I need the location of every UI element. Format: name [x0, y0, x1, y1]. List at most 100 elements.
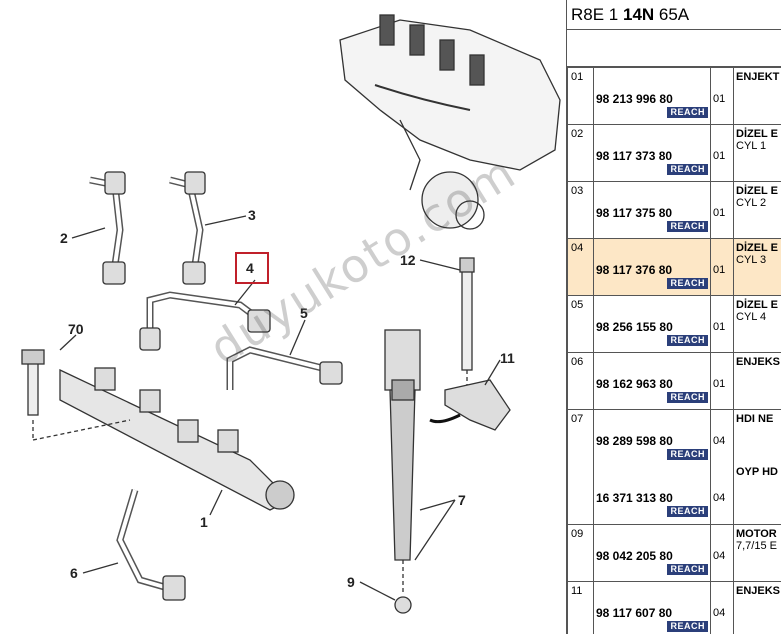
- reach-badge: REACH: [667, 392, 708, 403]
- label-7: 7: [458, 492, 466, 508]
- reach-badge: REACH: [667, 449, 708, 460]
- header-code-3: 65A: [654, 5, 690, 24]
- row-number: 07: [567, 409, 594, 525]
- quantity: 04: [713, 550, 726, 562]
- header-spacer: [567, 30, 781, 67]
- quantity-cell: 01: [710, 238, 734, 296]
- quantity: 01: [713, 321, 726, 333]
- part-number[interactable]: 98 162 963 80: [596, 377, 673, 391]
- description-sub: CYL 3: [736, 254, 767, 266]
- reach-badge: REACH: [667, 107, 708, 118]
- label-12: 12: [400, 252, 416, 268]
- row-number: 01: [567, 67, 594, 125]
- description-sub: CYL 4: [736, 311, 767, 323]
- part-number[interactable]: 98 256 155 80: [596, 320, 673, 334]
- part-number[interactable]: 98 117 373 80: [596, 149, 673, 163]
- description-sub: CYL 2: [736, 197, 767, 209]
- description-cell: ENJEKS: [733, 581, 781, 634]
- label-4[interactable]: 4: [246, 260, 254, 276]
- quantity: 01: [713, 93, 726, 105]
- quantity: 04: [713, 607, 726, 619]
- description: DİZEL E: [736, 299, 778, 311]
- description: ENJEKT: [736, 71, 780, 83]
- description-cell: HDI NE OYP HD: [733, 409, 781, 525]
- reach-badge: REACH: [667, 221, 708, 232]
- quantity-cell: 01: [710, 295, 734, 353]
- label-9: 9: [347, 574, 355, 590]
- description: ENJEKS: [736, 356, 781, 368]
- reach-badge: REACH: [667, 621, 708, 632]
- quantity: 01: [713, 378, 726, 390]
- row-number: 11: [567, 581, 594, 634]
- label-5: 5: [300, 305, 308, 321]
- label-3: 3: [248, 207, 256, 223]
- part-number[interactable]: 16 371 313 80: [596, 491, 673, 505]
- quantity-cell: 04: [710, 524, 734, 582]
- description: DİZEL E: [736, 185, 778, 197]
- part-number[interactable]: 98 117 376 80: [596, 263, 673, 277]
- model-header: R8E 1 14N 65A: [567, 0, 781, 30]
- row-number: 09: [567, 524, 594, 582]
- reach-badge: REACH: [667, 278, 708, 289]
- description: DİZEL E: [736, 128, 778, 140]
- part-number[interactable]: 98 117 607 80: [596, 606, 673, 620]
- description: HDI NE: [736, 413, 774, 425]
- description: DİZEL E: [736, 242, 778, 254]
- label-1: 1: [200, 514, 208, 530]
- header-code-1: R8E 1: [571, 5, 623, 24]
- quantity: 01: [713, 207, 726, 219]
- label-70: 70: [68, 321, 84, 337]
- description-cell: ENJEKT: [733, 67, 781, 125]
- description-secondary: OYP HD: [736, 466, 778, 478]
- row-number: 03: [567, 181, 594, 239]
- quantity: 04: [713, 435, 726, 447]
- label-2: 2: [60, 230, 68, 246]
- reach-badge: REACH: [667, 335, 708, 346]
- row-number: 05: [567, 295, 594, 353]
- label-6: 6: [70, 565, 78, 581]
- quantity-cell: 04 04: [710, 409, 734, 525]
- reach-badge: REACH: [667, 506, 708, 517]
- part-number[interactable]: 98 289 598 80: [596, 434, 673, 448]
- quantity: 01: [713, 150, 726, 162]
- part-number[interactable]: 98 042 205 80: [596, 549, 673, 563]
- header-code-2: 14N: [622, 5, 655, 24]
- description: ENJEKS: [736, 585, 781, 597]
- label-11: 11: [500, 350, 515, 366]
- quantity-cell: 04: [710, 581, 734, 634]
- quantity-cell: 01: [710, 124, 734, 182]
- reach-badge: REACH: [667, 164, 708, 175]
- quantity: 04: [713, 492, 726, 504]
- row-number: 02: [567, 124, 594, 182]
- reach-badge: REACH: [667, 564, 708, 575]
- description-cell: ENJEKS: [733, 352, 781, 410]
- part-number[interactable]: 98 117 375 80: [596, 206, 673, 220]
- quantity-cell: 01: [710, 67, 734, 125]
- parts-diagram: 1 2 3 4 5 6 7 9 11 12 70 duyukoto.com: [21, 14, 561, 614]
- quantity-cell: 01: [710, 352, 734, 410]
- quantity: 01: [713, 264, 726, 276]
- part-number[interactable]: 98 213 996 80: [596, 92, 673, 106]
